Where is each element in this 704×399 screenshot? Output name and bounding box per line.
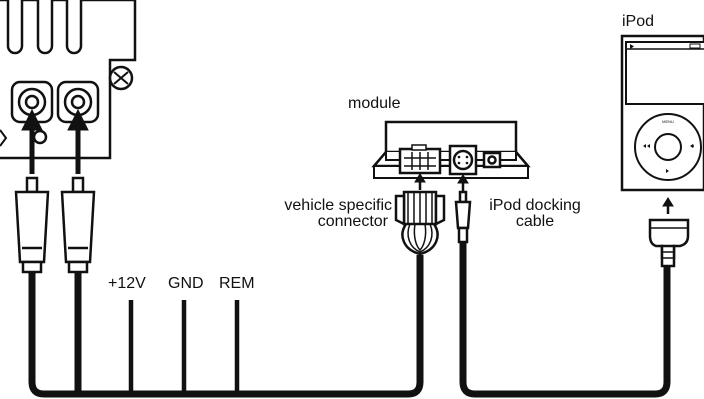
ipod-docking-cable: [459, 242, 671, 398]
ipod-screen: [625, 41, 704, 105]
rca-arrows: [21, 108, 89, 174]
ground-label: GND: [168, 275, 204, 292]
vehicle-connector-label-line1: vehicle specific: [284, 197, 392, 214]
ipod-cable-module-plug: [454, 190, 472, 244]
ipod-cable-label: iPod docking cable: [480, 198, 590, 230]
ipod-label: iPod: [622, 13, 655, 30]
ipod-arrow: [662, 197, 674, 214]
ipod-menu-label: MENU: [662, 119, 674, 124]
ipod-cable-label-line2: cable: [515, 213, 555, 230]
power-12v-label: +12V: [108, 275, 146, 292]
rca-plug-left: [14, 176, 50, 274]
ipod-dock-connector: [648, 218, 690, 268]
head-unit-small-jack: [32, 129, 48, 145]
interface-module: [371, 120, 531, 179]
harness-cable: [28, 255, 424, 398]
head-unit-fin-3: [65, 0, 83, 55]
power-wires: [128, 300, 240, 394]
vehicle-connector-label: vehicle specific connector: [260, 198, 392, 230]
rca-plug-right: [60, 176, 96, 274]
head-unit-fin-2: [36, 0, 54, 55]
ipod-device: [620, 34, 704, 192]
module-arrows: [414, 173, 469, 192]
vehicle-connector: [394, 190, 446, 256]
ipod-cable-label-line1: iPod docking: [489, 197, 581, 214]
module-label: module: [348, 95, 401, 112]
head-unit: [0, 0, 137, 160]
vehicle-connector-label-line2: connector: [317, 213, 388, 230]
ipod-center-button: [654, 133, 682, 161]
remote-label: REM: [219, 275, 255, 292]
head-unit-fin-1: [6, 0, 24, 55]
